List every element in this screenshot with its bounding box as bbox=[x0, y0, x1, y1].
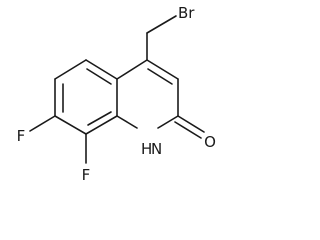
atom-label-f7: F bbox=[17, 127, 26, 145]
bond-c8-c8a-inner bbox=[87, 111, 112, 126]
bond-c7-c8 bbox=[54, 115, 87, 135]
molecule-structure: Br O H N F F bbox=[17, 4, 216, 184]
bond-c8-c8a bbox=[85, 115, 118, 135]
bond-n1-c8a bbox=[116, 115, 138, 129]
bond-c4a-c5-inner bbox=[86, 68, 112, 85]
atom-label-o: O bbox=[204, 133, 216, 151]
bond-c4-c3-inner bbox=[147, 68, 173, 85]
atom-label-n: N bbox=[151, 140, 162, 158]
bond-c7-f bbox=[29, 115, 56, 132]
atom-label-h: H bbox=[141, 140, 152, 158]
bond-c4a-c5 bbox=[85, 59, 118, 80]
atom-label-br: Br bbox=[178, 4, 195, 22]
bond-c2-n1 bbox=[157, 115, 179, 129]
atom-label-f8: F bbox=[82, 166, 91, 184]
bond-c2-o-second bbox=[174, 121, 202, 139]
bond-c2-o bbox=[177, 115, 205, 133]
bond-c4-c3 bbox=[146, 59, 179, 80]
bond-c5-c6 bbox=[54, 59, 87, 80]
bond-c4a-c4 bbox=[116, 59, 148, 80]
bond-ch2-br bbox=[146, 15, 177, 34]
